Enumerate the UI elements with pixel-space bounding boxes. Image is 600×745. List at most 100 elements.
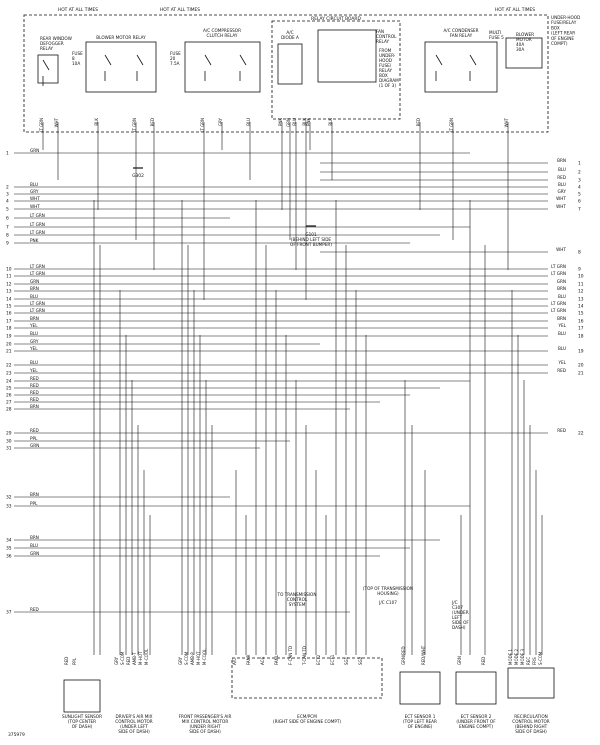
wire-color-right-2: BLU [558, 167, 566, 172]
from-underhood-label: BOX [379, 73, 388, 78]
wire-number-left-11: 11 [6, 274, 12, 280]
bottom-pin-2-2: AMB-P [190, 652, 195, 665]
wire-color-left-32: BRN [30, 492, 39, 497]
wire-color-left-21: YEL [29, 346, 38, 351]
wire-color-right-14: LT GRN [551, 301, 566, 306]
wire-number-left-37: 37 [6, 610, 12, 616]
sunlight-sensor-box [63, 679, 101, 713]
relay-board-outline [271, 20, 401, 120]
bottom-pin-1-2: RED [126, 657, 131, 665]
underhood-fuse-box-label: (LEFT REAR [551, 31, 575, 36]
bottom-component-label-1: SIDE OF DASH) [118, 729, 150, 734]
wire-number-left-6: 6 [6, 216, 9, 222]
wire-color-left-26: RED [30, 390, 39, 395]
wire-color-left-37: RED [30, 607, 39, 612]
wire-number-left-2: 2 [6, 185, 9, 191]
hot-at-all-times-right: HOT AT ALL TIMES [495, 7, 535, 13]
fuse-8-label: 8 [72, 56, 75, 61]
wire-number-left-20: 20 [6, 342, 12, 348]
relay-switch-3 [204, 54, 212, 66]
top-pin-15: LT GRN [449, 118, 454, 132]
bottom-component-label-5: ENGINE COMPT) [459, 724, 493, 729]
wire-number-left-15: 15 [6, 304, 12, 310]
from-underhood-label: FUSE/ [379, 63, 392, 68]
blower-motor-relay-label: BLOWER MOTOR RELAY [96, 35, 146, 40]
bottom-pin-3-9: SG2 [358, 656, 363, 665]
bottom-component-label-2: MIX CONTROL MOTOR [182, 719, 229, 724]
wire-number-left-30: 30 [6, 439, 12, 445]
wire-color-left-2: BLU [30, 182, 38, 187]
wire-color-right-22: RED [557, 428, 566, 433]
bottom-pin-3-8: SG1 [344, 656, 349, 665]
bottom-pin-2-4: M-COOL [202, 648, 207, 665]
from-underhood-label: UNDER- [379, 53, 396, 58]
wire-layer [14, 54, 548, 655]
wire-number-left-36: 36 [6, 554, 12, 560]
ecm-box [231, 657, 383, 699]
wire-number-left-25: 25 [6, 386, 12, 392]
wire-number-left-9: 9 [6, 241, 9, 247]
top-pin-13: BLK [328, 118, 333, 126]
bottom-pin-6-2: MODE 3 [520, 649, 525, 665]
multi-fuse-values: 40A [516, 42, 524, 47]
wire-color-right-19: BLU [558, 346, 566, 351]
wire-number-right-17: 17 [578, 326, 584, 332]
rear-defogger-relay-label: RELAY [40, 46, 54, 51]
wire-number-left-35: 35 [6, 546, 12, 552]
wire-number-right-5: 5 [578, 192, 581, 198]
underhood-fuse-box-label: COMPT) [551, 41, 568, 46]
wire-color-left-3: GRY [30, 189, 39, 194]
bottom-component-label-1: CONTROL MOTOR [115, 719, 153, 724]
joint-c307-label: SIDE OF [452, 620, 469, 625]
wire-number-left-19: 19 [6, 334, 12, 340]
joint-c307-label: LEFT [452, 615, 462, 620]
bottom-component-label-4: ECT SENSOR 1 [405, 714, 436, 719]
wire-color-right-13: BLU [558, 294, 566, 299]
bottom-component-label-0: OF DASH) [72, 724, 93, 729]
multi-fuse-box [505, 37, 543, 69]
bottom-pin-6-4: FRS [532, 657, 537, 665]
bottom-component-label-3: ECM/PCM [297, 714, 317, 719]
bottom-component-label-5: (UNDER FRONT OF [456, 719, 496, 724]
bottom-component-label-2: SIDE OF DASH) [189, 729, 221, 734]
bottom-pin-3-5: T-CAN TD [302, 646, 307, 666]
joint-c307-label: C307 [452, 605, 463, 610]
underhood-fuse-box-label: BOX [551, 25, 560, 30]
fuse-20-label: FUSE [170, 51, 181, 56]
wire-color-right-12: BRN [557, 286, 566, 291]
fan-control-relay-box [317, 29, 377, 83]
bottom-component-label-6: SIDE OF DASH) [515, 729, 547, 734]
ac-condenser-fan-relay-label: A/C CONDENSER [443, 28, 478, 33]
bottom-component-label-5: ECT SENSOR 2 [461, 714, 492, 719]
wire-color-left-19: BLU [30, 331, 38, 336]
ground-g101-label: G101 [305, 232, 317, 237]
bottom-component-label-1: DRIVER'S AIR MIX [116, 714, 153, 719]
wire-color-right-21: RED [557, 368, 566, 373]
ac-compressor-clutch-relay-label: CLUTCH RELAY [207, 33, 238, 38]
wire-color-left-16: LT GRN [30, 308, 45, 313]
top-pin-1: WHT [54, 117, 59, 127]
bottom-component-label-1: (UNDER LEFT [120, 724, 148, 729]
from-underhood-label: FROM [379, 48, 392, 53]
wire-color-left-15: LT GRN [30, 301, 45, 306]
bottom-pin-1-3: AMB-T [132, 652, 137, 665]
bottom-pin-0-0: RED [64, 657, 69, 665]
static-layer [23, 14, 555, 713]
wire-color-right-11: GRN [557, 279, 566, 284]
relay-switch-4 [239, 54, 247, 66]
bottom-pin-3-7: ECT1 [330, 654, 335, 665]
wire-color-right-16: BRN [557, 316, 566, 321]
fuse-20-label: 7.5A [170, 61, 180, 66]
wire-number-right-14: 14 [578, 304, 584, 310]
wire-number-left-16: 16 [6, 311, 12, 317]
wire-number-right-20: 20 [578, 363, 584, 369]
wire-color-right-8: WHT [556, 247, 566, 252]
ground-g302-label: G302 [132, 173, 144, 179]
top-pin-3: LT GRN [132, 118, 137, 132]
wire-color-right-20: YEL [557, 360, 566, 365]
wire-number-left-34: 34 [6, 538, 12, 544]
joint-c307-label: DASH) [452, 625, 466, 630]
tcm-note: TO TRANSMISSION [277, 592, 317, 597]
wire-color-left-22: BLU [30, 360, 38, 365]
